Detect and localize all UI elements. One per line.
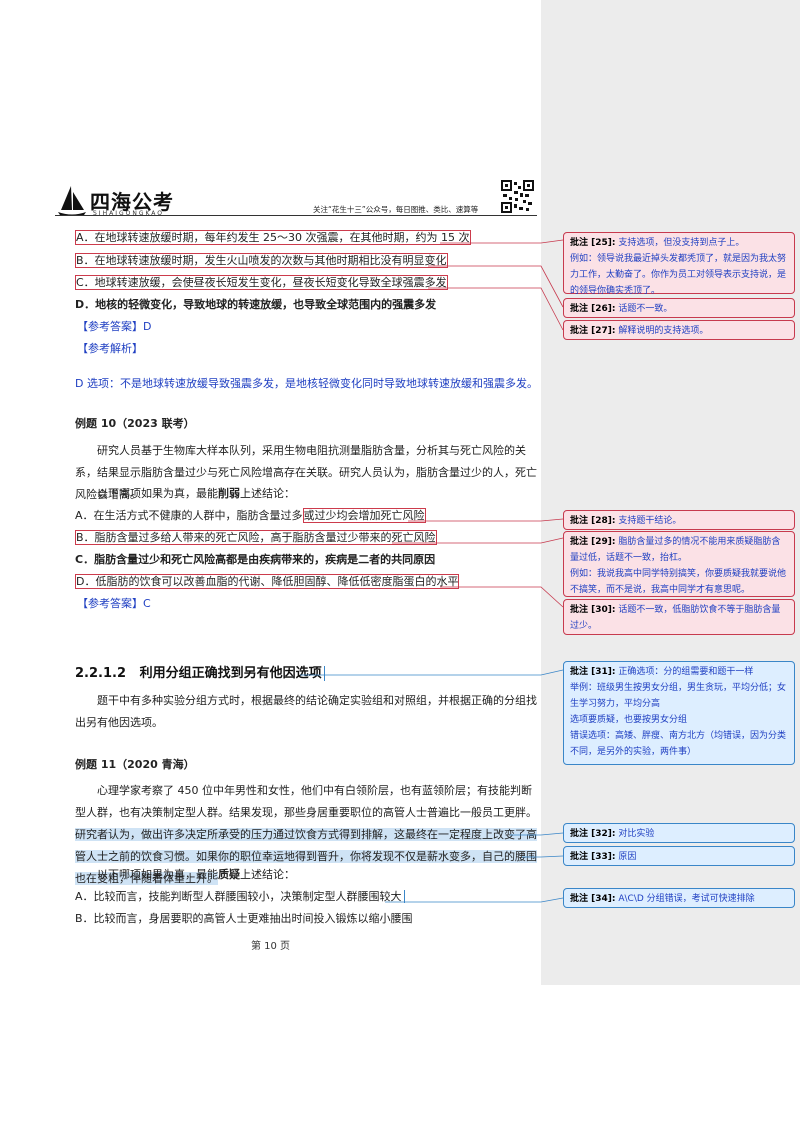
q9-analysis: D 选项：不是地球转速放缓导致强震多发，是地核轻微变化同时导致地球转速放缓和强震… — [75, 377, 538, 390]
page-number: 第 10 页 — [250, 941, 291, 952]
comment-25-tag: 批注 [25]: — [570, 238, 616, 248]
example11-option-a-text[interactable]: A．比较而言，技能判断型人群腰围较小，决策制定型人群腰围较大 — [75, 890, 405, 903]
example10-option-a-highlight[interactable]: 或过少均会增加死亡风险 — [302, 508, 426, 523]
q9-option-b: B．在地球转速放缓时期，发生火山喷发的次数与其他时期相比没有明显变化 — [75, 253, 540, 268]
comment-26-tag: 批注 [26]: — [570, 304, 616, 314]
comment-33[interactable]: 批注 [33]: 原因 — [563, 846, 795, 866]
q9-analysis-label: 【参考解析】 — [77, 342, 143, 355]
comment-30-text: 话题不一致，低脂肪饮食不等于脂肪含量过少。 — [570, 605, 781, 631]
section-number: 2.2.1.2 — [75, 666, 126, 681]
q9-option-d: D．地核的轻微变化，导致地球的转速放缓，也导致全球范围内的强震多发 — [75, 298, 437, 311]
comment-27-tag: 批注 [27]: — [570, 326, 616, 336]
comment-31-text: 正确选项：分的组需要和题干一样 — [618, 667, 754, 677]
comment-28[interactable]: 批注 [28]: 支持题干结论。 — [563, 510, 795, 530]
comment-25-extra: 例如：领导说我最近掉头发都秃顶了，就是因为我太努力工作，太勤奋了。你作为员工对领… — [570, 254, 787, 296]
example11-option-a: A．比较而言，技能判断型人群腰围较小，决策制定型人群腰围较大 — [75, 890, 540, 904]
comment-31-line-1: 举例：班级男生按男女分组，男生贪玩，平均分低；女生学习努力，平均分高 — [570, 683, 787, 709]
example11-question-key: 质疑 — [218, 868, 240, 881]
comment-31-tag: 批注 [31]: — [570, 667, 616, 677]
brand-name: 四海公考 — [90, 190, 174, 214]
header-divider — [55, 215, 537, 216]
example10-stem: 研究人员基于生物库大样本队列，采用生物电阻抗测量脂肪含量，分析其与死亡风险的关系… — [75, 444, 537, 501]
comment-25-text: 支持选项，但没支持到点子上。 — [618, 238, 745, 248]
comment-28-tag: 批注 [28]: — [570, 516, 616, 526]
page-header: 四海公考 SIHAIGONGKAO 关注“花生十三”公众号，每日图推、类比、速算… — [55, 178, 540, 220]
example11-title: 例题 11（2020 青海） — [75, 758, 195, 771]
comment-32[interactable]: 批注 [32]: 对比实验 — [563, 823, 795, 843]
example10-option-b: B．脂肪含量过多给人带来的死亡风险，高于脂肪含量过少带来的死亡风险 — [75, 530, 540, 545]
example10-question: 以下哪项如果为真，最能削弱上述结论： — [97, 487, 562, 501]
section-title-text[interactable]: 利用分组正确找到另有他因选项 — [139, 666, 325, 681]
q9-option-a: A．在地球转速放缓时期，每年约发生 25～30 次强震，在其他时期，约为 15 … — [75, 230, 540, 245]
comment-29[interactable]: 批注 [29]: 脂肪含量过多的情况不能用来质疑脂肪含量过低，话题不一致，抬杠。… — [563, 531, 795, 597]
section-heading: 2.2.1.2 利用分组正确找到另有他因选项 — [75, 662, 325, 681]
q9-answer: 【参考答案】D — [77, 320, 152, 333]
comment-28-text: 支持题干结论。 — [618, 516, 682, 526]
comment-34-text: A\C\D 分组错误，考试可快速排除 — [618, 894, 755, 904]
q9-option-c: C．地球转速放缓，会使昼夜长短发生变化，昼夜长短变化导致全球强震多发 — [75, 275, 540, 290]
example10-option-b-text[interactable]: B．脂肪含量过多给人带来的死亡风险，高于脂肪含量过少带来的死亡风险 — [75, 530, 437, 545]
comment-33-text: 原因 — [618, 852, 637, 862]
example10-option-a-pre: A．在生活方式不健康的人群中，脂肪含量过多 — [75, 509, 303, 522]
example11-question-prefix: 以下哪项如果为真，最能 — [97, 868, 218, 881]
comment-29-extra: 例如：我说我高中同学特别搞笑，你要质疑我就要说他不搞笑，而不是说，我高中同学才有… — [570, 569, 787, 595]
comment-30-tag: 批注 [30]: — [570, 605, 616, 615]
comment-26-text: 话题不一致。 — [618, 304, 673, 314]
comment-32-tag: 批注 [32]: — [570, 829, 616, 839]
comment-25[interactable]: 批注 [25]: 支持选项，但没支持到点子上。 例如：领导说我最近掉头发都秃顶了… — [563, 232, 795, 296]
example11-option-b: B．比较而言，身居要职的高管人士更难抽出时间投入锻炼以缩小腰围 — [75, 912, 413, 925]
comment-32-text: 对比实验 — [618, 829, 655, 839]
example10-option-d-text[interactable]: D．低脂肪的饮食可以改善血脂的代谢、降低胆固醇、降低低密度脂蛋白的水平 — [75, 574, 460, 589]
example10-title: 例题 10（2023 联考） — [75, 417, 195, 430]
qr-code-icon — [501, 180, 534, 213]
example10-option-d: D．低脂肪的饮食可以改善血脂的代谢、降低胆固醇、降低低密度脂蛋白的水平 — [75, 574, 540, 589]
example11-question-suffix: 上述结论： — [240, 868, 295, 881]
comment-26[interactable]: 批注 [26]: 话题不一致。 — [563, 298, 795, 318]
comment-29-text: 脂肪含量过多的情况不能用来质疑脂肪含量过低，话题不一致，抬杠。 — [570, 537, 781, 563]
sailboat-logo-icon — [58, 186, 86, 216]
comment-margin-panel — [541, 0, 800, 985]
example10-answer: 【参考答案】C — [77, 597, 151, 610]
example10-question-prefix: 以下哪项如果为真，最能 — [97, 487, 218, 500]
comment-29-tag: 批注 [29]: — [570, 537, 616, 547]
comment-33-tag: 批注 [33]: — [570, 852, 616, 862]
brand-logo: 四海公考 SIHAIGONGKAO — [57, 184, 207, 218]
comment-34[interactable]: 批注 [34]: A\C\D 分组错误，考试可快速排除 — [563, 888, 795, 908]
comment-27[interactable]: 批注 [27]: 解释说明的支持选项。 — [563, 320, 795, 340]
brand-subtitle: SIHAIGONGKAO — [93, 210, 165, 217]
example11-question: 以下哪项如果为真，最能质疑上述结论： — [97, 868, 562, 882]
example10-option-a: A．在生活方式不健康的人群中，脂肪含量过多或过少均会增加死亡风险 — [75, 508, 540, 523]
example11-stem: 心理学家考察了 450 位中年男性和女性，他们中有白领阶层，也有蓝领阶层；有技能… — [75, 780, 540, 890]
comment-31-line-2: 选项要质疑，也要按男女分组 — [570, 715, 688, 725]
section-intro: 题干中有多种实验分组方式时，根据最终的结论确定实验组和对照组，并根据正确的分组找… — [75, 694, 537, 729]
comment-31[interactable]: 批注 [31]: 正确选项：分的组需要和题干一样 举例：班级男生按男女分组，男生… — [563, 661, 795, 765]
q9-option-a-text[interactable]: A．在地球转速放缓时期，每年约发生 25～30 次强震，在其他时期，约为 15 … — [75, 230, 471, 245]
comment-27-text: 解释说明的支持选项。 — [618, 326, 709, 336]
comment-31-line-3: 错误选项：高矮、胖瘦、南方北方（均错误，因为分类不同，是另外的实验，两件事） — [570, 731, 787, 757]
header-tagline: 关注“花生十三”公众号，每日图推、类比、速算等 — [313, 205, 479, 214]
example10-question-key: 削弱 — [218, 487, 240, 500]
q9-option-b-text[interactable]: B．在地球转速放缓时期，发生火山喷发的次数与其他时期相比没有明显变化 — [75, 253, 448, 268]
q9-option-c-text[interactable]: C．地球转速放缓，会使昼夜长短发生变化，昼夜长短变化导致全球强震多发 — [75, 275, 448, 290]
example10-question-suffix: 上述结论： — [240, 487, 295, 500]
example10-option-c: C．脂肪含量过少和死亡风险高都是由疾病带来的，疾病是二者的共同原因 — [75, 553, 436, 566]
comment-30[interactable]: 批注 [30]: 话题不一致，低脂肪饮食不等于脂肪含量过少。 — [563, 599, 795, 635]
example11-stem-plain: 心理学家考察了 450 位中年男性和女性，他们中有白领阶层，也有蓝领阶层；有技能… — [75, 784, 537, 819]
comment-34-tag: 批注 [34]: — [570, 894, 616, 904]
